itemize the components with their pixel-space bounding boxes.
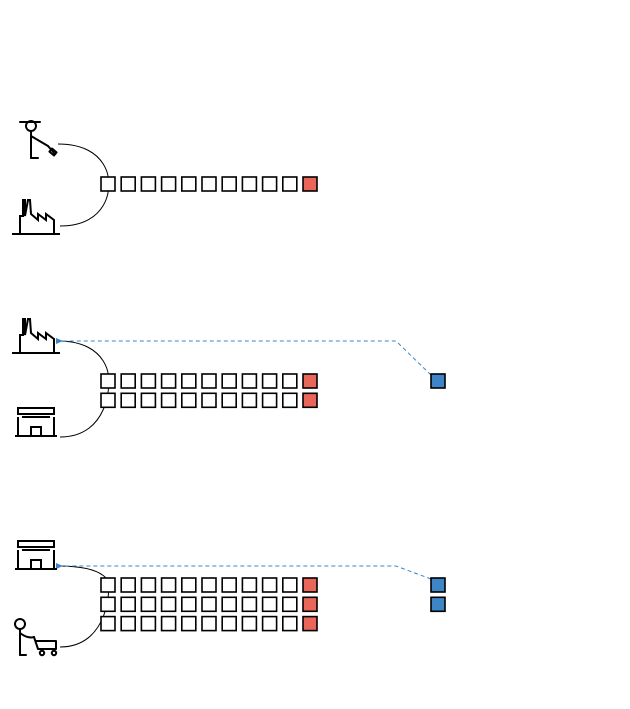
- store-icon: [15, 540, 57, 570]
- chain-box: [100, 392, 116, 409]
- chain-box: [201, 615, 217, 632]
- extra-blue-box: [430, 373, 446, 389]
- chain-box: [120, 373, 136, 389]
- shopper-cart-icon: [14, 618, 58, 657]
- feedback-dashed-arrow: [56, 338, 432, 376]
- chain-box: [100, 596, 116, 613]
- chain-box: [221, 176, 237, 192]
- chain-box: [140, 577, 157, 593]
- factory-icon: [12, 318, 60, 354]
- chain-box: [241, 596, 258, 613]
- chain-box: [281, 596, 298, 613]
- store-icon: [15, 407, 57, 437]
- box-layer: [100, 176, 446, 632]
- chain-box: [140, 392, 157, 409]
- chain-box: [261, 577, 278, 593]
- chain-box: [281, 373, 298, 389]
- chain-box: [221, 615, 237, 632]
- chain-box: [160, 373, 177, 389]
- chain-box: [281, 577, 298, 593]
- chain-box: [181, 596, 197, 613]
- chain-box: [261, 392, 278, 409]
- chain-box: [160, 615, 177, 632]
- factory-icon: [12, 199, 60, 235]
- chain-end-box: [302, 615, 318, 632]
- chain-box: [160, 392, 177, 409]
- icon-layer: [12, 120, 60, 657]
- chain-box: [201, 596, 217, 613]
- chain-box: [201, 577, 217, 593]
- chain-box: [181, 176, 197, 192]
- chain-end-box: [302, 176, 318, 192]
- chain-box: [120, 577, 136, 593]
- chain-box: [241, 615, 258, 632]
- chain-end-box: [302, 392, 318, 409]
- chain-box: [241, 577, 258, 593]
- chain-box: [281, 392, 298, 409]
- feedback-dashed-arrow: [56, 563, 432, 580]
- chain-box: [241, 176, 258, 192]
- chain-box: [120, 176, 136, 192]
- chain-box: [201, 392, 217, 409]
- chain-end-box: [302, 577, 318, 593]
- chain-box: [281, 615, 298, 632]
- connector-arc: [57, 340, 110, 438]
- chain-box: [100, 373, 116, 389]
- chain-box: [261, 373, 278, 389]
- chain-box: [221, 373, 237, 389]
- chain-box: [201, 373, 217, 389]
- chain-box: [100, 176, 116, 192]
- extra-blue-box: [430, 596, 446, 613]
- chain-box: [281, 176, 298, 192]
- chain-box: [261, 596, 278, 613]
- farmer-icon: [19, 120, 58, 159]
- chain-box: [120, 615, 136, 632]
- chain-box: [201, 176, 217, 192]
- chain-box: [221, 392, 237, 409]
- chain-box: [140, 615, 157, 632]
- chain-box: [140, 373, 157, 389]
- chain-box: [181, 615, 197, 632]
- chain-end-box: [302, 596, 318, 613]
- chain-box: [160, 596, 177, 613]
- chain-box: [160, 176, 177, 192]
- chain-box: [221, 577, 237, 593]
- chain-end-box: [302, 373, 318, 389]
- chain-box: [100, 577, 116, 593]
- chain-box: [241, 373, 258, 389]
- chain-box: [261, 615, 278, 632]
- chain-box: [261, 176, 278, 192]
- chain-box: [100, 615, 116, 632]
- extra-blue-box: [430, 577, 446, 593]
- chain-box: [120, 392, 136, 409]
- chain-box: [241, 392, 258, 409]
- chain-box: [181, 392, 197, 409]
- chain-box: [181, 577, 197, 593]
- chain-box: [140, 596, 157, 613]
- chain-box: [221, 596, 237, 613]
- chain-box: [181, 373, 197, 389]
- chain-box: [160, 577, 177, 593]
- chain-box: [140, 176, 157, 192]
- chain-box: [120, 596, 136, 613]
